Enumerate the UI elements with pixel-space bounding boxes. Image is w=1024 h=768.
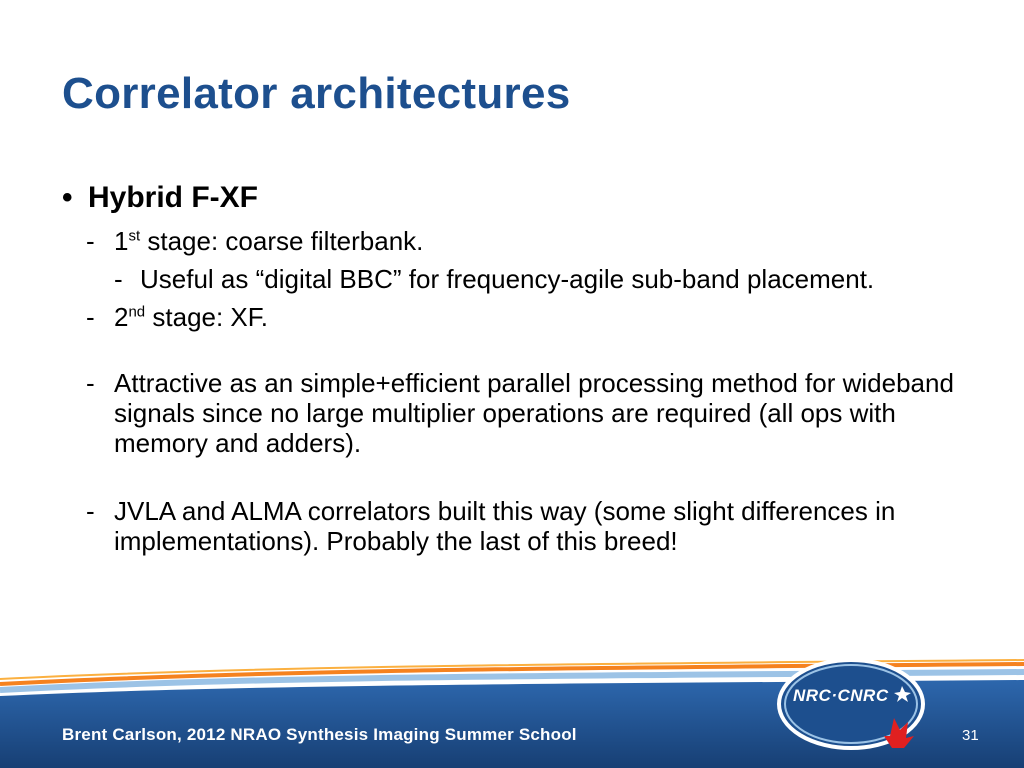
sub-item-ordinal: nd — [128, 303, 146, 321]
sub-item-second-stage: - 2nd stage: XF. — [62, 302, 962, 332]
footer-text: Brent Carlson, 2012 NRAO Synthesis Imagi… — [62, 725, 577, 744]
sub-item-attractive: - Attractive as an simple+efficient para… — [62, 368, 962, 458]
dash-marker: - — [86, 302, 95, 332]
sub-item-number: 1 — [114, 226, 129, 256]
sub-sub-item-text: Useful as “digital BBC” for frequency-ag… — [140, 264, 875, 294]
sub-item-first-stage: - 1st stage: coarse filterbank. — [62, 226, 962, 256]
sub-item-jvla-alma: - JVLA and ALMA correlators built this w… — [62, 496, 962, 556]
slide-title: Correlator architectures — [62, 69, 571, 118]
sub-item-text: stage: XF. — [145, 302, 268, 332]
sub-item-text: Attractive as an simple+efficient parall… — [114, 368, 954, 458]
dash-marker: - — [86, 496, 95, 526]
sub-item-text: JVLA and ALMA correlators built this way… — [114, 496, 896, 556]
nrc-cnrc-logo — [777, 658, 925, 750]
dash-marker: - — [114, 264, 123, 294]
dash-marker: - — [86, 226, 95, 256]
bullet-text: Hybrid F-XF — [88, 181, 258, 214]
sub-sub-item-digital-bbc: - Useful as “digital BBC” for frequency-… — [62, 264, 962, 294]
bullet-marker: • — [62, 181, 73, 214]
slide-content: • Hybrid F-XF - 1st stage: coarse filter… — [62, 180, 962, 556]
sub-item-number: 2 — [114, 302, 129, 332]
sub-item-text: stage: coarse filterbank. — [140, 226, 424, 256]
dash-marker: - — [86, 368, 95, 398]
sub-item-ordinal: st — [128, 227, 141, 245]
page-number: 31 — [962, 727, 979, 744]
logo-text: NRC·CNRC — [793, 686, 889, 705]
bullet-hybrid-fxf: • Hybrid F-XF — [62, 180, 962, 216]
